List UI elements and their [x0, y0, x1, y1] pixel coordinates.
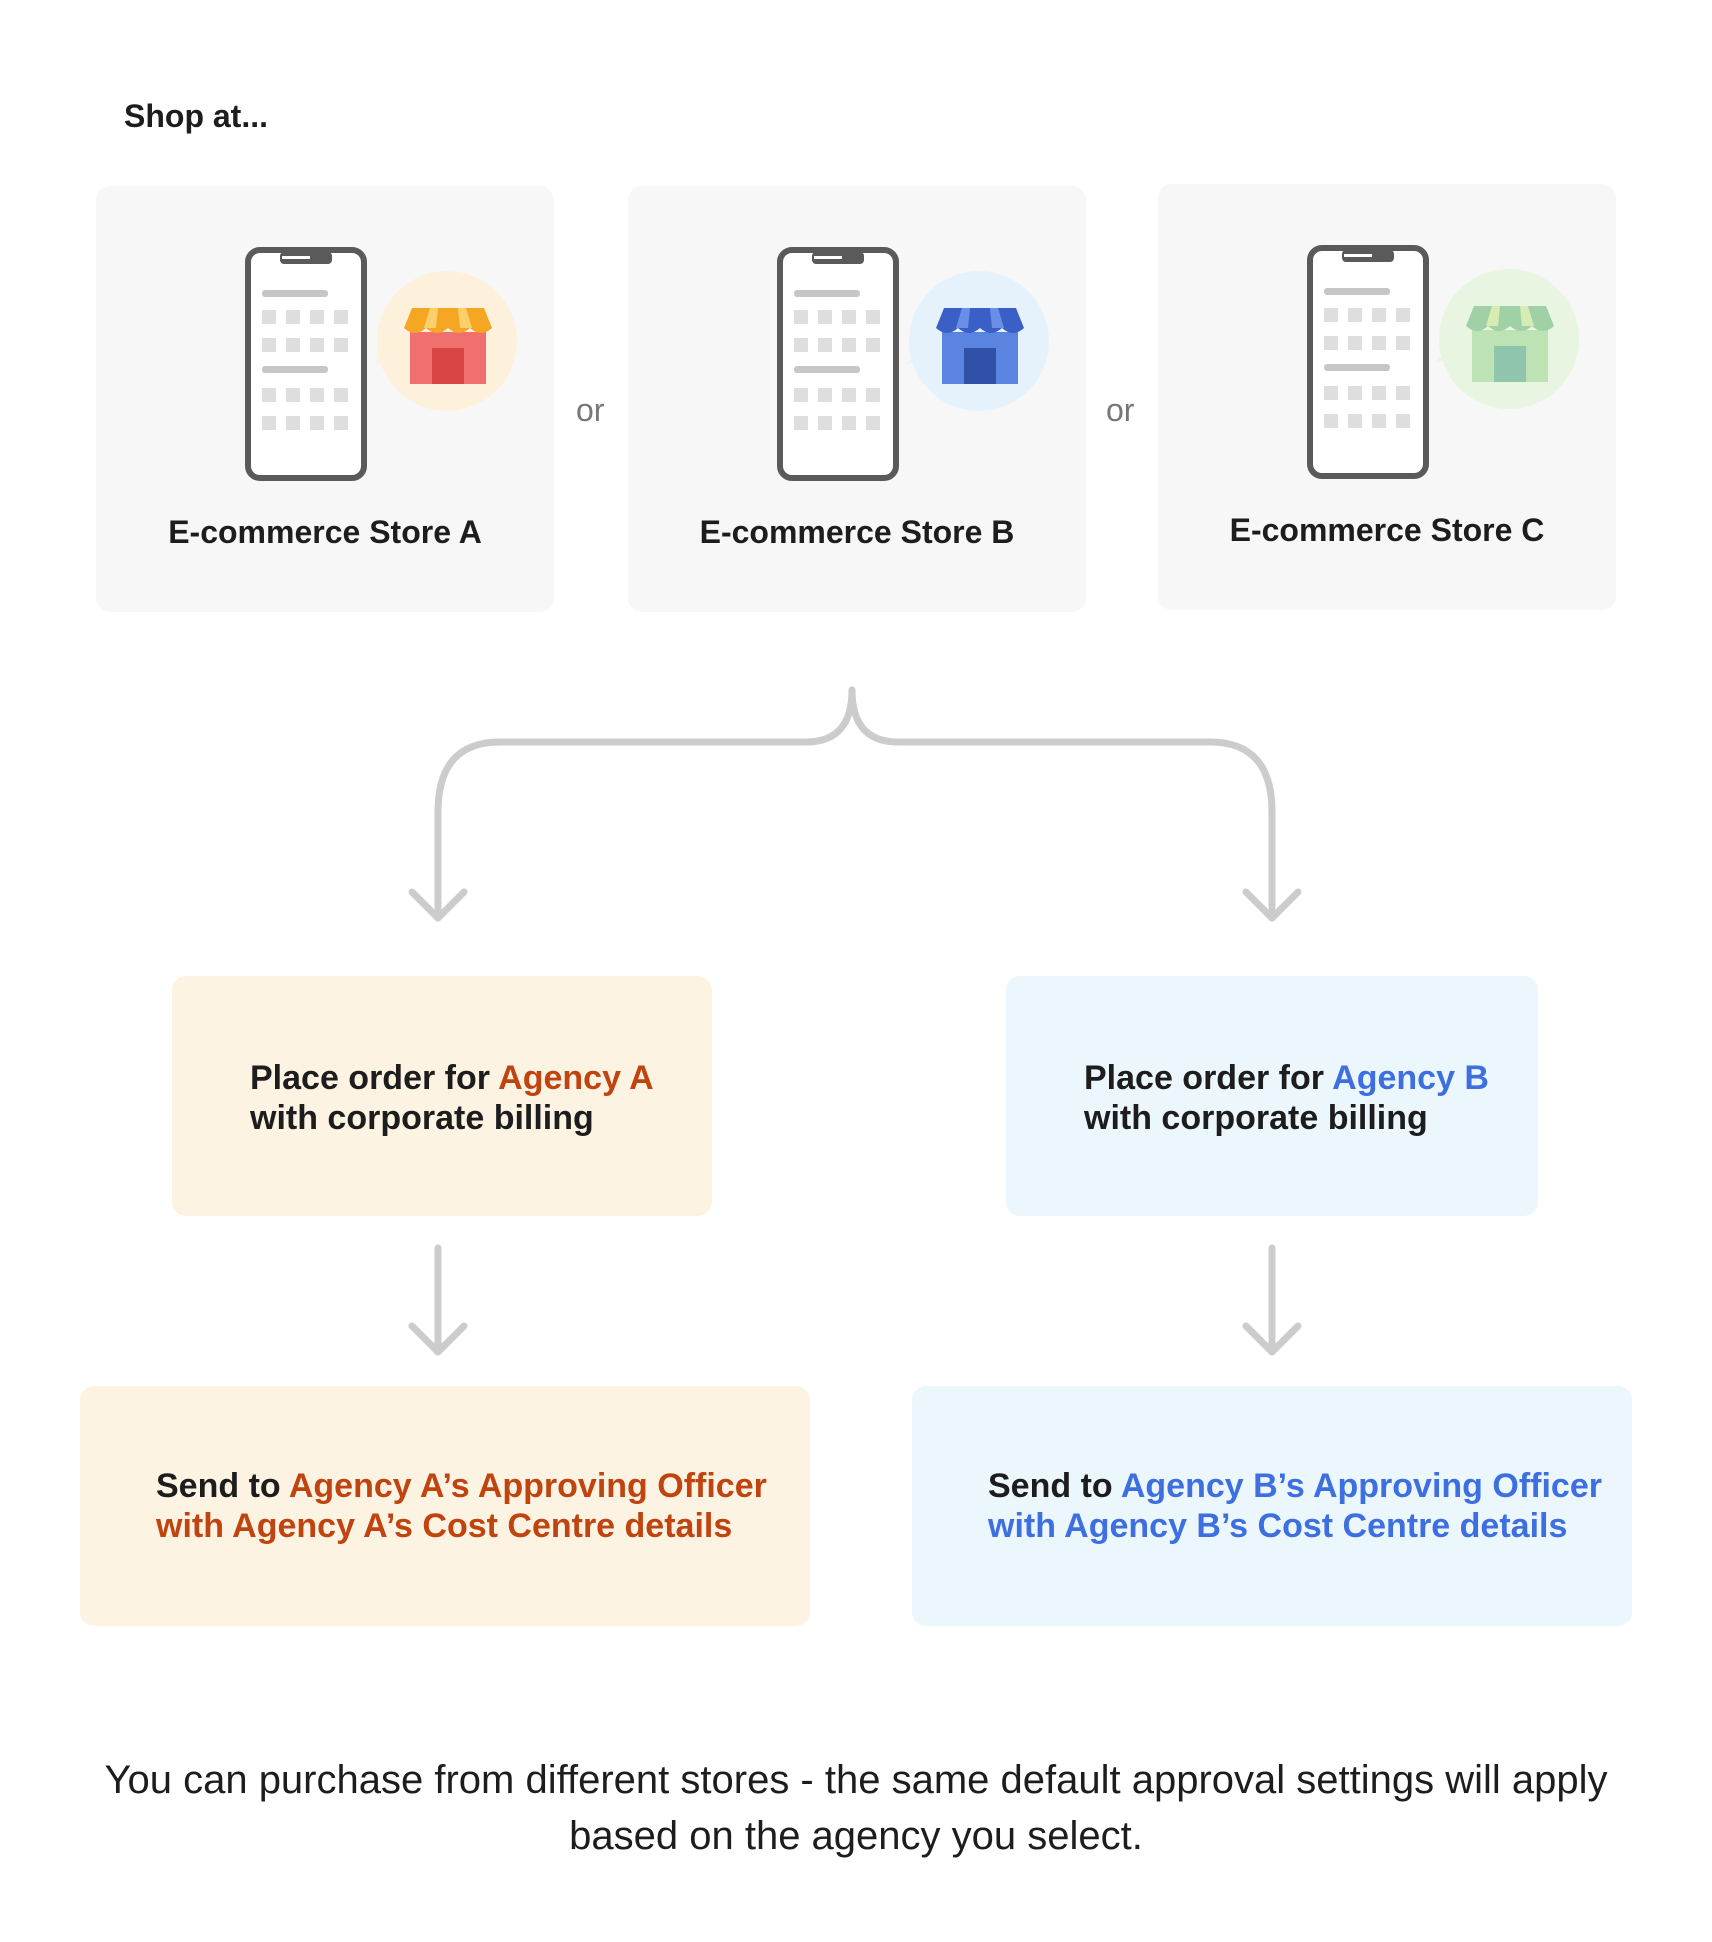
approval-box-agency-a: Send to Agency A’s Approving Officer wit… [80, 1386, 810, 1626]
approving-officer: Agency B’s Approving Officer [1120, 1467, 1602, 1505]
order-prefix: Place order for [1084, 1059, 1333, 1097]
store-card-b[interactable]: E-commerce Store B [628, 186, 1086, 612]
store-card-c[interactable]: E-commerce Store C [1158, 184, 1616, 610]
store-orange-icon [374, 271, 517, 411]
order-prefix: Place order for [250, 1059, 499, 1097]
approval-prefix: Send to [988, 1467, 1121, 1505]
order-suffix: with corporate billing [250, 1099, 594, 1137]
down-arrow-icon [1242, 1244, 1302, 1356]
store-name: E-commerce Store B [699, 514, 1015, 550]
cost-centre-details: with Agency A’s Cost Centre details [156, 1507, 733, 1545]
store-name: E-commerce Store C [1229, 512, 1545, 548]
phone-icon [245, 247, 367, 481]
footer-caption: You can purchase from different stores -… [104, 1758, 1608, 1858]
order-box-agency-b: Place order for Agency B with corporate … [1006, 976, 1538, 1216]
order-box-agency-a: Place order for Agency A with corporate … [172, 976, 712, 1216]
cost-centre-details: with Agency B’s Cost Centre details [988, 1507, 1568, 1545]
page-heading: Shop at... [124, 98, 268, 134]
phone-icon [777, 247, 899, 481]
agency-name: Agency B [1332, 1059, 1489, 1097]
or-separator: or [1106, 392, 1135, 428]
agency-name: Agency A [498, 1059, 654, 1097]
store-card-a[interactable]: E-commerce Store A [96, 186, 554, 612]
approval-prefix: Send to [156, 1467, 289, 1505]
branch-connector [408, 686, 1302, 922]
phone-icon [1307, 245, 1429, 479]
approval-box-agency-b: Send to Agency B’s Approving Officer wit… [912, 1386, 1632, 1626]
approving-officer: Agency A’s Approving Officer [288, 1467, 767, 1505]
down-arrow-icon [408, 1244, 468, 1356]
store-name: E-commerce Store A [168, 514, 482, 550]
store-green-icon [1436, 269, 1579, 409]
or-separator: or [576, 392, 605, 428]
store-blue-icon [906, 271, 1049, 411]
order-suffix: with corporate billing [1084, 1099, 1428, 1137]
